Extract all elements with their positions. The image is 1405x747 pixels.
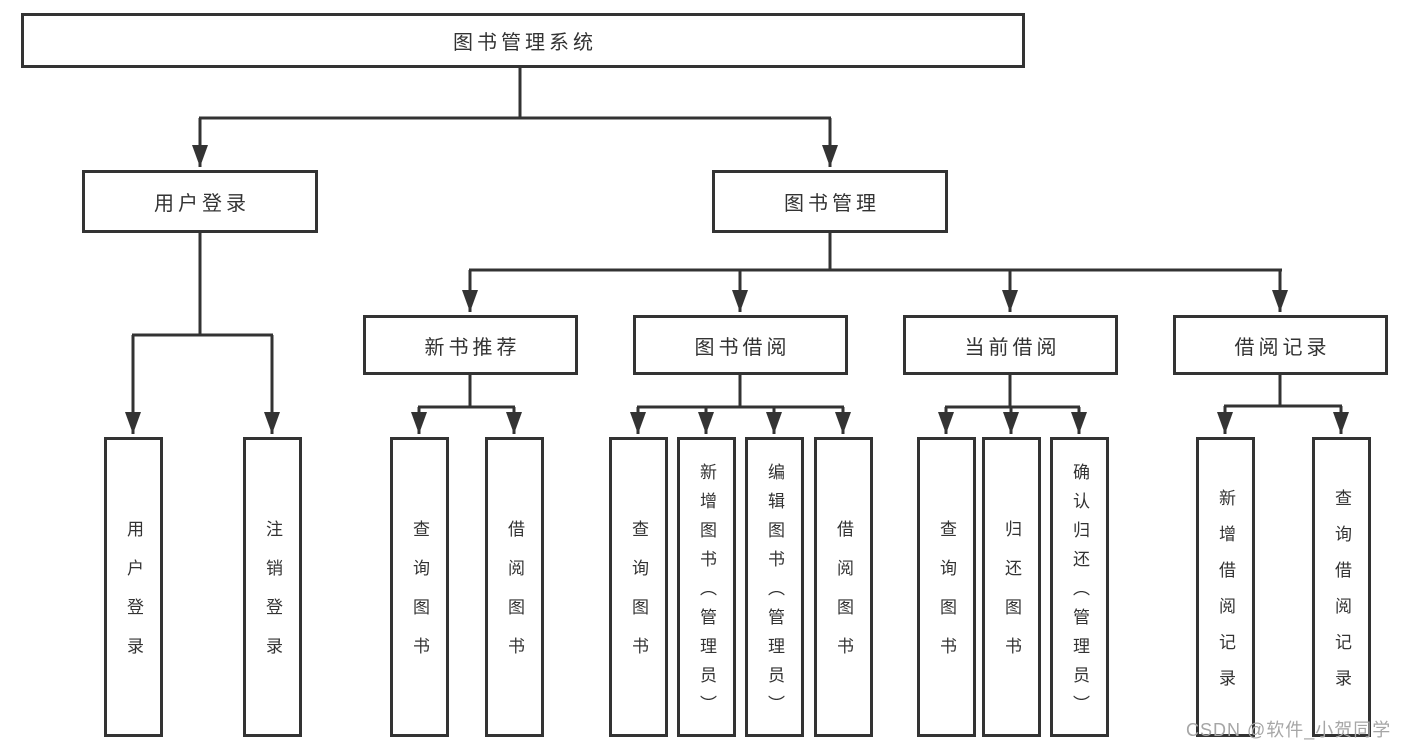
- leaf-query-books-current-label: 查询图书: [937, 520, 956, 676]
- leaf-user-login: 用户登录: [104, 437, 163, 737]
- leaf-confirm-return-admin: 确认归还（管理员）: [1050, 437, 1109, 737]
- leaf-query-books-recommend: 查询图书: [390, 437, 449, 737]
- leaf-add-books-admin-label: 新增图书（管理员）: [697, 462, 716, 724]
- watermark: CSDN @软件_小贺同学: [1186, 720, 1392, 740]
- node-current-borrow-label: 当前借阅: [964, 336, 1061, 359]
- connector-book-borrow-children: [637, 375, 844, 409]
- node-root: 图书管理系统: [21, 13, 1025, 68]
- leaf-edit-books-admin-label: 编辑图书（管理员）: [765, 462, 784, 724]
- node-book-management-label: 图书管理: [784, 193, 880, 215]
- leaf-logout: 注销登录: [243, 437, 302, 737]
- node-new-book-recommend-label: 新书推荐: [424, 336, 521, 359]
- connector-user-login-children: [132, 233, 273, 337]
- node-borrow-records-label: 借阅记录: [1234, 336, 1331, 359]
- leaf-add-borrow-record: 新增借阅记录: [1196, 437, 1255, 737]
- node-current-borrow: 当前借阅: [903, 315, 1118, 375]
- leaf-borrow-books-label: 借阅图书: [834, 520, 853, 676]
- leaf-edit-books-admin: 编辑图书（管理员）: [745, 437, 804, 737]
- leaf-query-books-current: 查询图书: [917, 437, 976, 737]
- leaf-return-books: 归还图书: [982, 437, 1041, 737]
- connector-current-borrow-children: [945, 375, 1080, 409]
- node-new-book-recommend: 新书推荐: [363, 315, 578, 375]
- node-book-management: 图书管理: [712, 170, 948, 233]
- leaf-query-books-borrow-label: 查询图书: [629, 520, 648, 676]
- leaf-query-books-recommend-label: 查询图书: [410, 520, 429, 676]
- node-root-label: 图书管理系统: [453, 32, 597, 54]
- leaf-borrow-books: 借阅图书: [814, 437, 873, 737]
- node-borrow-records: 借阅记录: [1173, 315, 1388, 375]
- connector-new-book-children: [418, 375, 515, 409]
- connector-borrow-records-children: [1224, 375, 1342, 408]
- leaf-query-books-borrow: 查询图书: [609, 437, 668, 737]
- leaf-borrow-books-recommend-label: 借阅图书: [505, 520, 524, 676]
- leaf-borrow-books-recommend: 借阅图书: [485, 437, 544, 737]
- leaf-confirm-return-admin-label: 确认归还（管理员）: [1070, 462, 1089, 724]
- leaf-query-borrow-record: 查询借阅记录: [1312, 437, 1371, 737]
- node-book-borrow-label: 图书借阅: [694, 336, 791, 359]
- leaf-add-books-admin: 新增图书（管理员）: [677, 437, 736, 737]
- leaf-add-borrow-record-label: 新增借阅记录: [1216, 488, 1235, 705]
- leaf-logout-label: 注销登录: [263, 520, 282, 676]
- node-user-login: 用户登录: [82, 170, 318, 233]
- leaf-user-login-label: 用户登录: [124, 520, 143, 676]
- node-book-borrow: 图书借阅: [633, 315, 848, 375]
- leaf-query-borrow-record-label: 查询借阅记录: [1332, 488, 1351, 705]
- node-user-login-label: 用户登录: [154, 193, 250, 215]
- connector-book-management-level3: [469, 233, 1282, 272]
- leaf-return-books-label: 归还图书: [1002, 520, 1021, 676]
- connector-root-level2: [199, 68, 831, 120]
